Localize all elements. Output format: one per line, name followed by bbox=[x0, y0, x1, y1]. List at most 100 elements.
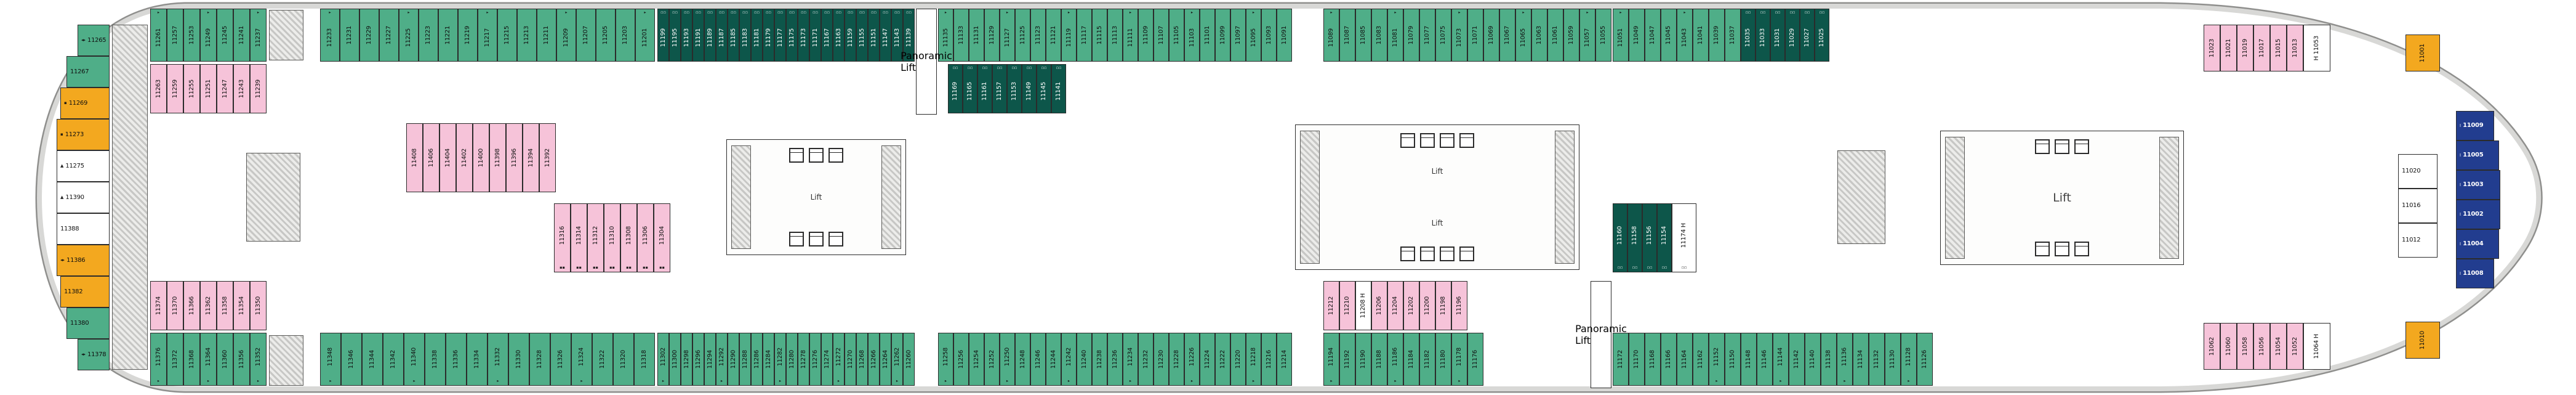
cabin-number: 11065 bbox=[1520, 28, 1527, 47]
cabin-number: 11029 bbox=[1789, 28, 1796, 47]
cabin: 11168 bbox=[1645, 333, 1661, 386]
cabin-number: 11103 bbox=[1188, 28, 1195, 47]
cabin: 11123 bbox=[1030, 9, 1046, 62]
lift-icon bbox=[789, 148, 804, 163]
cabin: 11222 bbox=[1215, 333, 1230, 386]
berth-icon: ▫▫ bbox=[1760, 10, 1766, 15]
cabin: 11366 bbox=[183, 281, 200, 330]
cabin: 11322 bbox=[592, 333, 613, 386]
berth-icon: ▸ bbox=[497, 378, 499, 383]
berth-icon: ▫▫ bbox=[1647, 265, 1653, 270]
cabin: 11016 bbox=[2398, 189, 2438, 223]
cabin-number: 11113 bbox=[1111, 25, 1118, 45]
berth-icon: ▸ bbox=[1458, 378, 1461, 383]
cabin: ▫▫11185 bbox=[728, 9, 739, 62]
cabin-number: 11259 bbox=[171, 79, 179, 99]
cabin-number: 11228 bbox=[1173, 349, 1180, 369]
cabin: ▫▫11160 bbox=[1613, 203, 1627, 272]
hull-band bbox=[36, 4, 2542, 391]
cabin-number: 11093 bbox=[1265, 25, 1272, 45]
cabin: 11093 bbox=[1261, 9, 1277, 62]
lift-icon bbox=[1420, 133, 1435, 148]
cabin-number: 11248 bbox=[1019, 349, 1026, 369]
berth-icon: ▪ bbox=[64, 100, 67, 105]
cabin: 11162 bbox=[1693, 333, 1709, 386]
cabin-number: 11227 bbox=[385, 25, 392, 45]
cabin-number: 11049 bbox=[1633, 25, 1640, 45]
berth-icon: ▸ bbox=[207, 378, 210, 383]
cabin-number: 11105 bbox=[1173, 25, 1180, 45]
cabin: ▪▪11310 bbox=[604, 203, 620, 272]
cabin-number: 11061 bbox=[1552, 25, 1559, 45]
lift-icon bbox=[829, 148, 843, 163]
cabin: 11017 bbox=[2253, 25, 2270, 71]
berth-icon: ▫▫ bbox=[1041, 65, 1047, 70]
berth-icon: ▫▫ bbox=[1804, 10, 1810, 15]
stairs-icon bbox=[269, 10, 303, 60]
cabin: ▫▫11199 bbox=[657, 9, 669, 62]
cabin: 11215 bbox=[497, 9, 517, 62]
cabin-number: 11129 bbox=[988, 25, 995, 45]
cabin-number: 11312 bbox=[592, 226, 599, 245]
cabin-number: 11225 bbox=[405, 28, 412, 47]
cabin: ▸11348 bbox=[320, 333, 341, 386]
cabin-number: 11043 bbox=[1681, 28, 1688, 47]
berth-icon: ▫▫ bbox=[754, 10, 760, 15]
cabin-number: 11196 bbox=[1456, 296, 1463, 316]
cabin-number: 11166 bbox=[1665, 349, 1672, 369]
berth-icon: ▫▫ bbox=[801, 10, 806, 15]
cabin: 11243 bbox=[233, 64, 250, 113]
cabin-number: 11263 bbox=[154, 79, 162, 99]
cabin: 11001 bbox=[2405, 35, 2440, 71]
cabin-number: 11328 bbox=[536, 349, 543, 369]
lift-label: Lift bbox=[2053, 191, 2071, 205]
cabin-number: 11203 bbox=[622, 25, 628, 45]
cabin: 11188 bbox=[1371, 333, 1387, 386]
cabin: 11075 bbox=[1435, 9, 1451, 62]
cabin: 11058 bbox=[2237, 323, 2253, 370]
cabin: ▫▫11035 bbox=[1741, 9, 1755, 62]
cabin-number: 11059 bbox=[1568, 25, 1575, 45]
cabin: ▫▫11143 bbox=[891, 9, 903, 62]
cabin: 11244 bbox=[1046, 333, 1061, 386]
cabin-number: 11246 bbox=[1034, 349, 1041, 369]
cabin: ▸11376 bbox=[150, 333, 167, 386]
cabin-number: 11267 bbox=[70, 68, 89, 75]
cabin: ▫▫11175 bbox=[786, 9, 798, 62]
cabin: 11231 bbox=[340, 9, 359, 62]
cabin-number: 11145 bbox=[1040, 81, 1047, 101]
cabin: 11392 bbox=[539, 123, 556, 192]
berth-icon: ▸ bbox=[1006, 378, 1009, 383]
cabin-number: 11159 bbox=[846, 28, 854, 47]
cabin-number: 11144 bbox=[1777, 347, 1784, 367]
cabin: ▸ 11250 bbox=[1000, 333, 1015, 386]
cabin-number: 11205 bbox=[602, 25, 609, 45]
cabin-number: 11406 bbox=[427, 148, 435, 168]
cabin-number: 11081 bbox=[1392, 28, 1398, 47]
stairs-icon bbox=[1555, 131, 1575, 264]
cabin: 11257 bbox=[167, 9, 183, 62]
cabin-number: 11250 bbox=[1003, 347, 1011, 367]
cabin: ▲11390 bbox=[57, 182, 110, 213]
cabin: 11214 bbox=[1277, 333, 1292, 386]
berth-icon: ▸ bbox=[1458, 10, 1461, 15]
berth-icon: ▫▫ bbox=[824, 10, 830, 15]
cabin-number: 11304 bbox=[658, 226, 665, 245]
cabin-number: 11015 bbox=[2274, 38, 2282, 58]
cabin-number: 11175 bbox=[788, 28, 795, 47]
cabin-number: 11045 bbox=[1665, 25, 1672, 45]
cabin: 11290 bbox=[728, 333, 739, 386]
cabin-number: 11320 bbox=[620, 349, 627, 369]
cabin-number: 11324 bbox=[578, 347, 585, 367]
cabin-number: 11142 bbox=[1793, 349, 1800, 369]
cabin-number: 11162 bbox=[1697, 349, 1704, 369]
cabin-number: 11302 bbox=[659, 347, 667, 367]
berth-icon: ▸ bbox=[257, 10, 260, 15]
berth-icon: ▫▫ bbox=[1632, 265, 1638, 270]
berth-icon: ▫▫ bbox=[766, 10, 771, 15]
berth-icon: ▪▪ bbox=[659, 265, 665, 270]
berth-icon: ▸ bbox=[407, 10, 410, 15]
cabin: 11204 bbox=[1387, 281, 1403, 330]
cabin: ▫▫11163 bbox=[833, 9, 845, 62]
